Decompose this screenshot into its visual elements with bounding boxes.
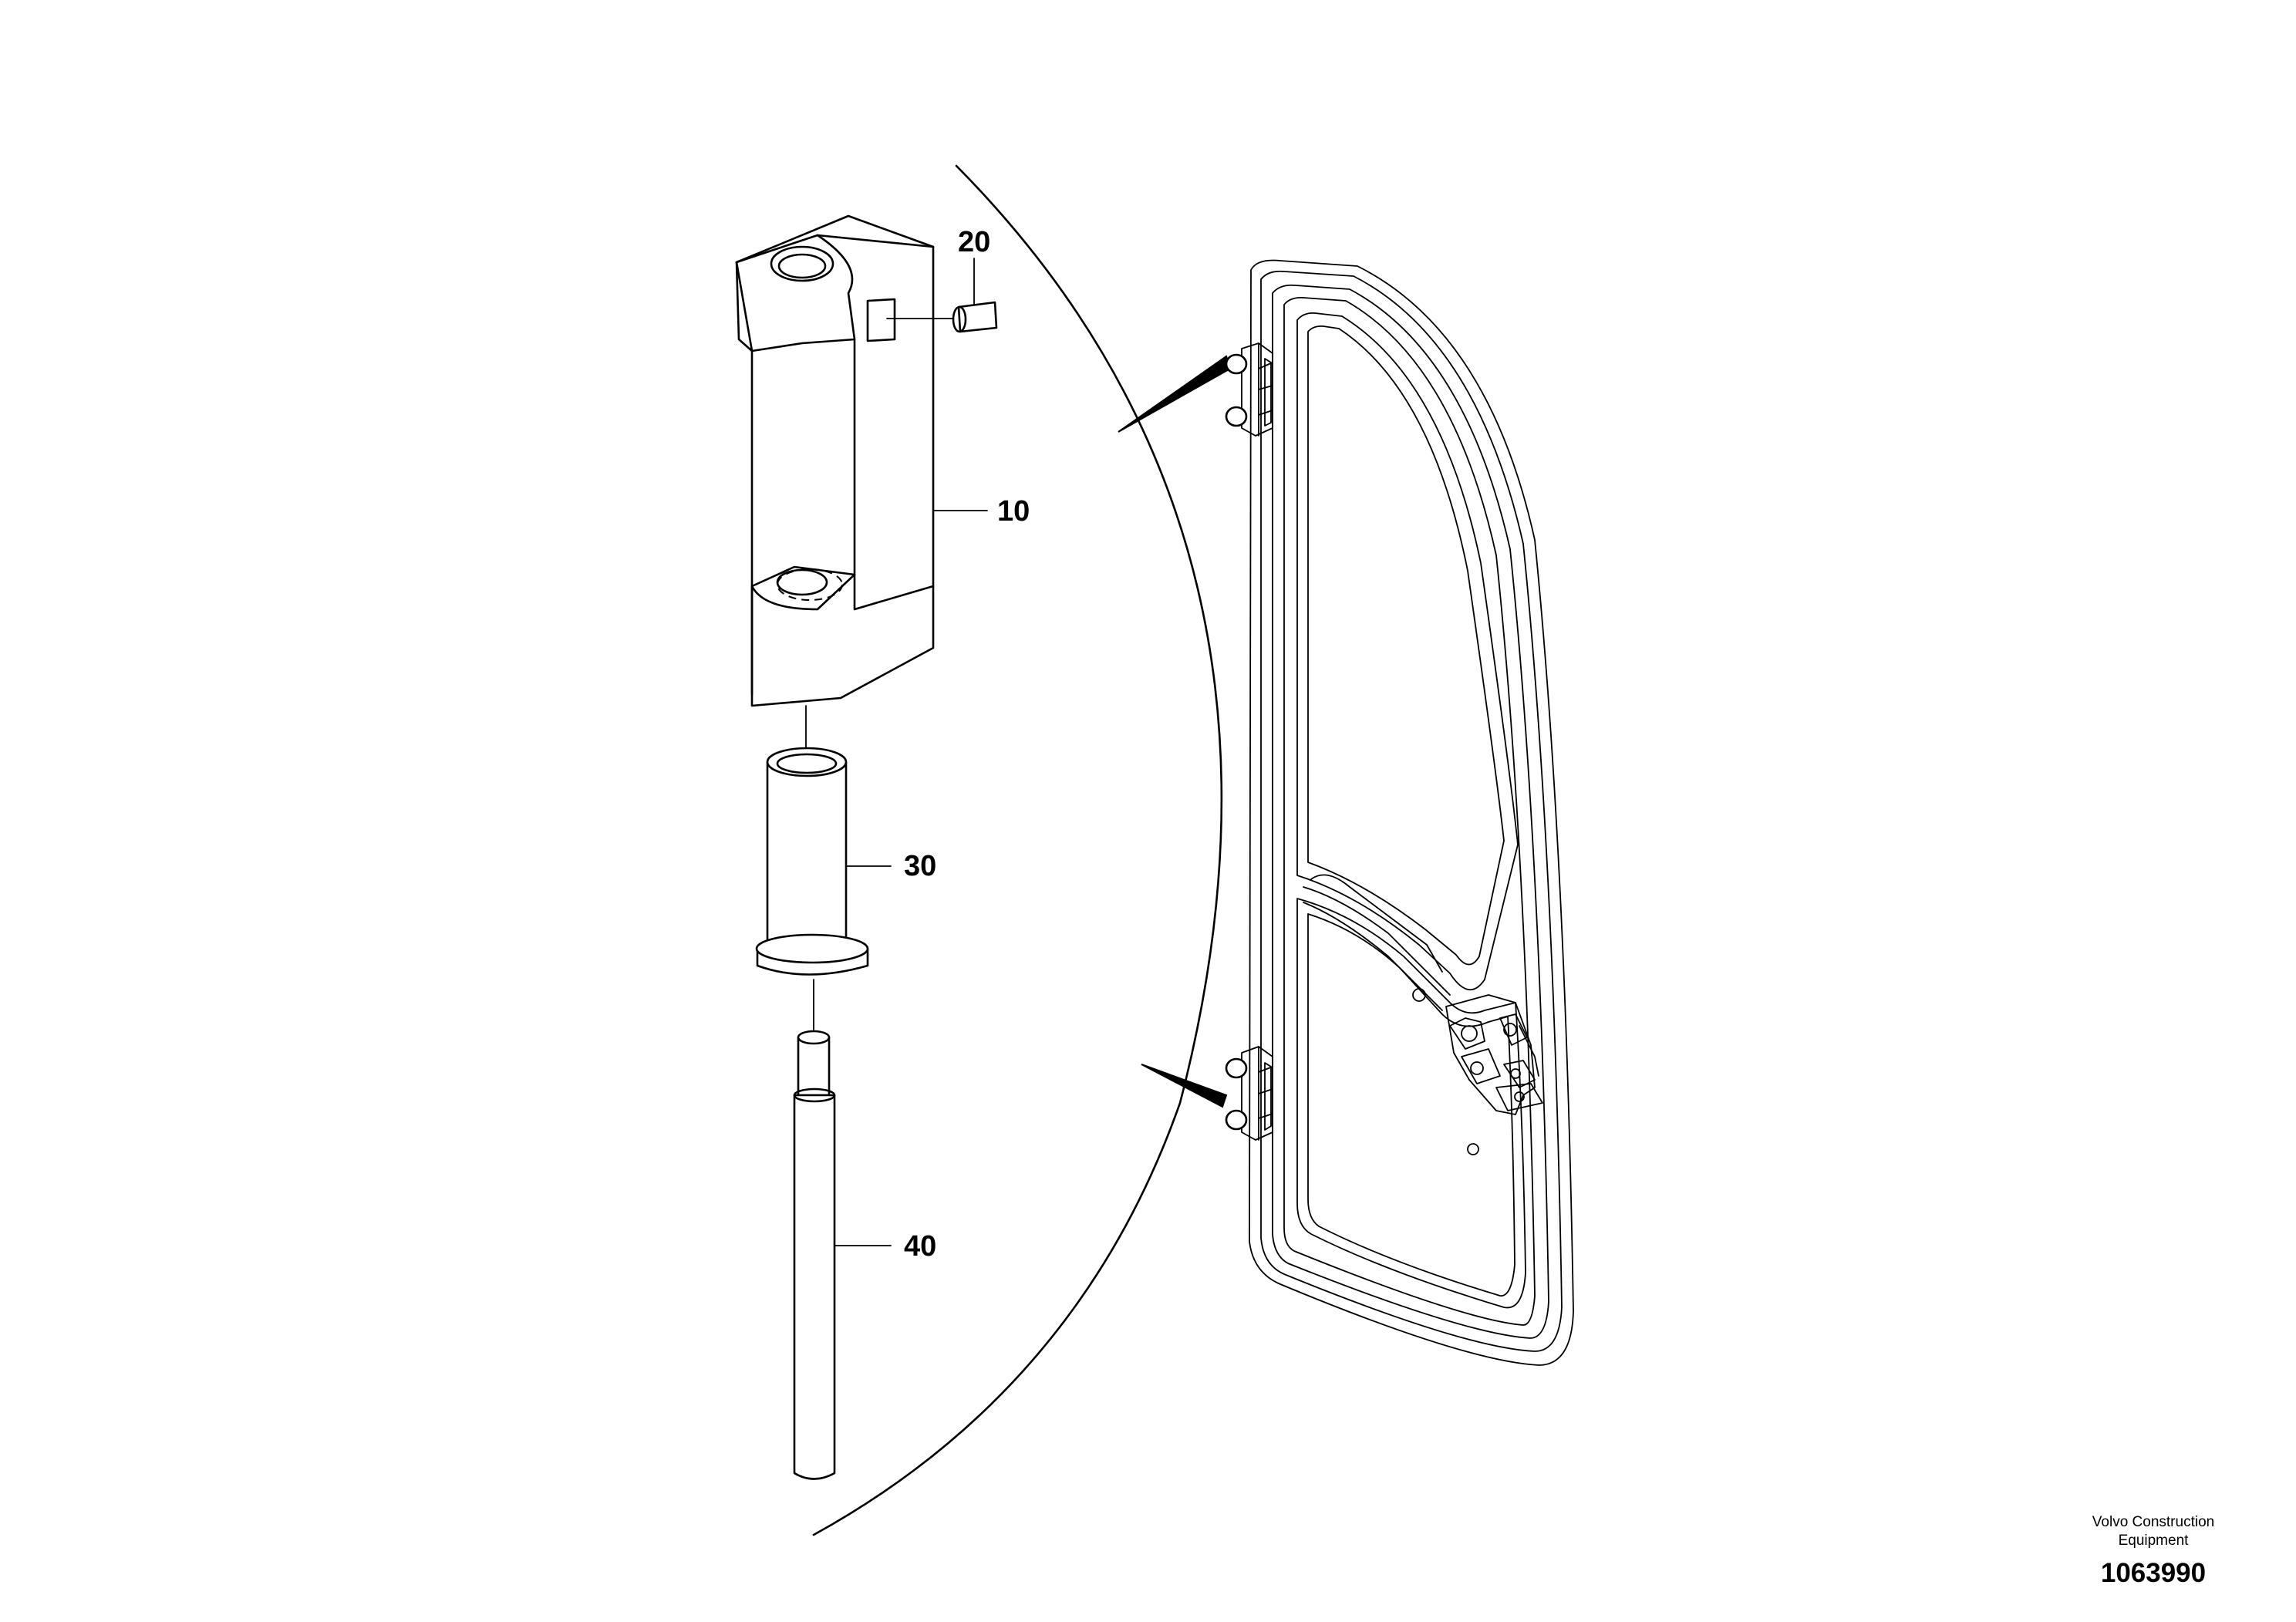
door-lock: [1445, 994, 1543, 1115]
upper-door-hinge: [1225, 342, 1273, 437]
drawing-number: 1063990: [2100, 1558, 2207, 1588]
company-name-line-1: Volvo Construction: [2092, 1514, 2215, 1530]
company-name-line-2: Equipment: [2118, 1533, 2189, 1549]
pointer-upper-hinge: [1118, 355, 1232, 433]
callout-30: 30: [904, 850, 936, 882]
callout-20: 20: [958, 226, 990, 258]
pointer-lower-hinge: [1141, 1064, 1228, 1108]
bushing: [755, 705, 892, 976]
callout-10: 10: [997, 495, 1030, 528]
hinge-bracket: [735, 214, 935, 707]
drawing-credit: Volvo Construction Equipment 1063990: [2053, 1513, 2254, 1589]
hinge-pin: [793, 979, 892, 1480]
lower-door-hinge: [1225, 1046, 1273, 1141]
detail-arc: [812, 164, 1223, 1536]
grease-nipple: [886, 258, 998, 333]
callout-40: 40: [904, 1230, 936, 1263]
cab-door: [1249, 259, 1574, 1366]
